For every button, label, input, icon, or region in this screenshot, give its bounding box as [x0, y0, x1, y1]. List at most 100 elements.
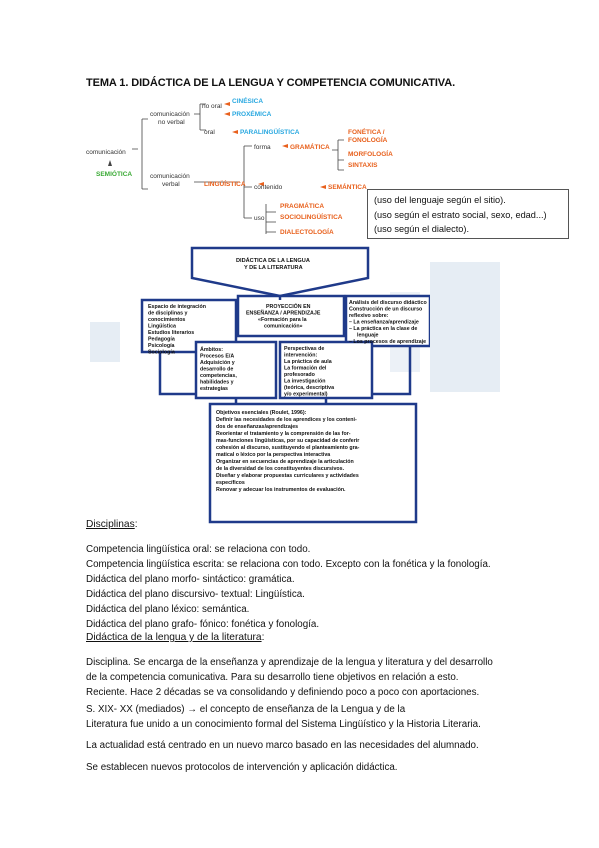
diagram-objetivos-line: Reorientar el tratamiento y la comprensi…	[216, 431, 351, 437]
diagram-right-line: lenguaje	[357, 333, 379, 339]
diagram-right-line: – La práctica en la clase de	[349, 326, 417, 332]
didactica-paragraph-1: Disciplina. Se encarga de la enseñanza y…	[86, 655, 493, 700]
paragraph-line: Reciente. Hace 2 décadas se va consolida…	[86, 687, 480, 698]
diagram-perspectivas-line: Perspectivas de	[284, 346, 324, 352]
didactica-paragraph-4: Se establecen nuevos protocolos de inter…	[86, 762, 398, 773]
didactica-heading-text: Didáctica de la lengua y de la literatur…	[86, 632, 262, 643]
diagram-left-line: Lingüística	[148, 324, 176, 330]
diagram-perspectivas-line: La formación del	[284, 366, 327, 372]
note-line: (uso según el estrato social, sexo, edad…	[374, 209, 547, 220]
diagram-objetivos-line: dos de enseñanzas/aprendizajes	[216, 424, 298, 430]
diagram-ambitos-line: Adquisición y	[200, 360, 235, 366]
paragraph-line: Literatura fue unido a un conocimiento f…	[86, 719, 481, 730]
diagram-perspectivas-line: (teórica, descriptiva	[284, 385, 334, 391]
disciplinas-list: Competencia lingüística oral: se relacio…	[86, 542, 491, 632]
didactica-heading: Didáctica de la lengua y de la literatur…	[86, 632, 264, 643]
diagram-ambitos-line: Ámbitos:	[200, 346, 223, 353]
tree-morfologia: MORFOLOGÍA	[348, 149, 393, 158]
diagram-left-line: conocimientos	[148, 317, 185, 323]
tree-sociolinguistica: SOCIOLINGÜÍSTICA	[280, 212, 343, 221]
didactica-paragraph-2: S. XIX- XX (mediados) → el concepto de e…	[86, 702, 481, 732]
tree-verbal-1: comunicación	[150, 173, 190, 180]
diagram-right-line: Análisis del discurso didáctico	[349, 300, 427, 306]
tree-root-semiotica: SEMIÓTICA	[96, 169, 132, 178]
diagram-top-2: Y DE LA LITERATURA	[244, 265, 303, 271]
diagram-left-line: Estudios literarios	[148, 330, 194, 336]
diagram-center-line: PROYECCIÓN EN	[266, 302, 311, 310]
didactica-paragraph-3: La actualidad está centrado en un nuevo …	[86, 740, 479, 751]
diagram-left-line: Pedagogía	[148, 337, 175, 343]
diagram-left-line: de disciplinas y	[148, 311, 188, 317]
note-line: (uso del lenguaje según el sitio).	[374, 195, 506, 205]
communication-tree: comunicación SEMIÓTICA comunicación no v…	[86, 96, 393, 236]
tree-root: comunicación	[86, 149, 126, 156]
tree-dialectologia: DIALECTOLOGÍA	[280, 227, 334, 236]
tree-nonverbal-2: no verbal	[158, 119, 185, 126]
page-title: TEMA 1. DIDÁCTICA DE LA LENGUA Y COMPETE…	[86, 77, 456, 89]
paragraph-line: de la competencia comunicativa. Para su …	[86, 672, 459, 683]
diagram-objetivos-line: cohesión al discurso, sustituyendo el pl…	[216, 445, 360, 451]
diagram-center-line: comunicación»	[264, 324, 303, 330]
tree-pragmatica: PRAGMÁTICA	[280, 201, 324, 210]
diagram-perspectivas-line: y/o experimental)	[284, 392, 328, 398]
tree-semantica: SEMÁNTICA	[328, 182, 367, 191]
tree-paralinguistica: PARALINGÜÍSTICA	[240, 127, 300, 136]
tree-fonetica-2: FONOLOGÍA	[348, 135, 388, 144]
diagram-perspectivas-line: La investigación	[284, 379, 326, 385]
note-line: (uso según el dialecto).	[374, 224, 469, 234]
tree-forma: forma	[254, 144, 271, 151]
didactica-colon: :	[261, 632, 265, 643]
tree-sintaxis: SINTAXIS	[348, 162, 378, 169]
tree-fonetica-1: FONÉTICA /	[348, 127, 385, 136]
paragraph-line: S. XIX- XX (mediados) → el concepto de e…	[86, 704, 406, 715]
tree-oral: oral	[204, 129, 215, 136]
disciplina-item: Competencia lingüística escrita: se rela…	[86, 559, 491, 570]
tree-no-oral: no oral	[202, 103, 222, 110]
diagram-ambitos-line: estrategias	[200, 386, 228, 392]
diagram-objetivos-line: Renovar y adecuar los instrumentos de ev…	[216, 487, 346, 493]
diagram-left-line: Espacio de integración	[148, 304, 206, 310]
disciplinas-colon: :	[134, 519, 138, 530]
diagram-objetivos-line: Objetivos esenciales (Roulet, 1996):	[216, 410, 307, 416]
diagram-center-line: «Formación para la	[258, 317, 307, 323]
diagram-left-line: Psicología	[148, 343, 175, 349]
diagram-objetivos-line: de la diversidad de los constituyentes d…	[216, 466, 345, 472]
diagram-perspectivas-line: La práctica de aula	[284, 359, 332, 365]
diagram-right-line: Construcción de un discurso	[349, 307, 423, 313]
disciplina-item: Didáctica del plano morfo- sintáctico: g…	[86, 574, 295, 585]
diagram-objetivos-line: Diseñar y elaborar propuestas curricular…	[216, 473, 359, 479]
usage-notes-box: (uso del lenguaje según el sitio). (uso …	[367, 189, 569, 239]
diagram-top-1: DIDÁCTICA DE LA LENGUA	[236, 257, 310, 264]
diagram-objetivos-line: mas-funciones lingüísticas, por su capac…	[216, 438, 359, 444]
diagram-right-line: reflexivo sobre:	[349, 313, 389, 319]
tree-gramatica: GRAMÁTICA	[290, 142, 330, 151]
diagram-objetivos-line: específicos	[216, 480, 245, 486]
diagram-objetivos-line: Organizar en secuencias de aprendizaje l…	[216, 459, 354, 465]
diagram-ambitos-line: desarrollo de	[200, 367, 233, 373]
diagram-objetivos-line: matical o léxico por la perspectiva inte…	[216, 452, 330, 458]
tree-cinesica: CINÉSICA	[232, 96, 263, 105]
tree-nonverbal-1: comunicación	[150, 111, 190, 118]
tree-uso: uso	[254, 215, 265, 222]
disciplinas-heading: Disciplinas:	[86, 519, 138, 530]
didactica-diagram: DIDÁCTICA DE LA LENGUA Y DE LA LITERATUR…	[140, 246, 430, 524]
diagram-ambitos-line: Procesos E/A	[200, 354, 234, 360]
diagram-right-line: – Los procesos de aprendizaje	[349, 339, 426, 345]
diagram-center-line: ENSEÑANZA / APRENDIZAJE	[246, 310, 321, 317]
tree-contenido: contenido	[254, 184, 283, 191]
diagram-ambitos-line: competencias,	[200, 373, 237, 379]
diagram-perspectivas-line: profesorado	[284, 372, 316, 378]
disciplina-item: Didáctica del plano léxico: semántica.	[86, 604, 250, 615]
diagram-objetivos-line: Definir las necesidades de los aprendice…	[216, 417, 357, 423]
tree-proxemica: PROXÉMICA	[232, 109, 272, 118]
paragraph-line: Disciplina. Se encarga de la enseñanza y…	[86, 657, 493, 668]
diagram-left-line: Sociología	[148, 350, 175, 356]
disciplina-item: Didáctica del plano grafo- fónico: fonét…	[86, 619, 320, 630]
tree-linguistica: LINGÜÍSTICA	[204, 179, 246, 188]
diagram-right-line: – La enseñanza/aprendizaje	[349, 320, 419, 326]
disciplina-item: Competencia lingüística oral: se relacio…	[86, 544, 311, 555]
diagram-perspectivas-line: intervención:	[284, 353, 317, 359]
diagram-ambitos-line: habilidades y	[200, 380, 234, 386]
disciplina-item: Didáctica del plano discursivo- textual:…	[86, 589, 305, 600]
disciplinas-heading-text: Disciplinas	[86, 519, 135, 530]
